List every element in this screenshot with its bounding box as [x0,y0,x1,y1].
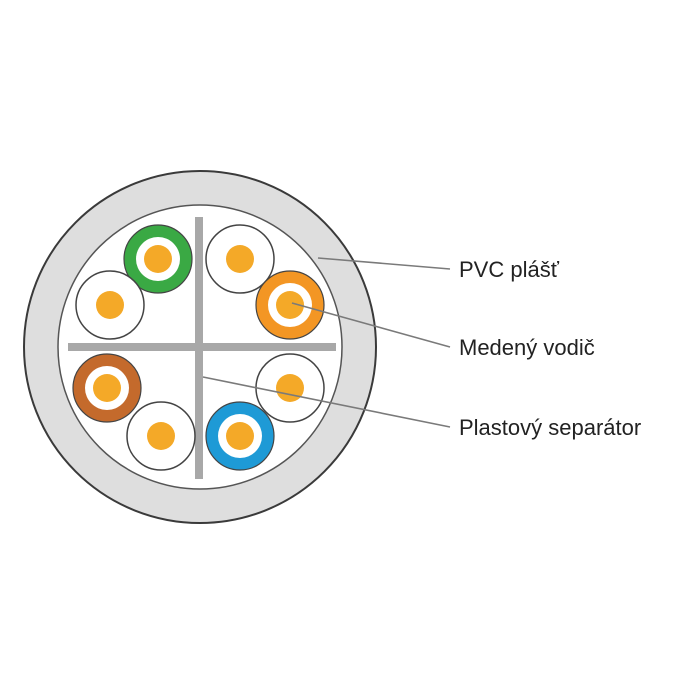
white-wire-bottom-left [126,401,196,471]
white-wire-right-lower [255,353,325,423]
jacket-leader-line [317,257,451,270]
conductor-label: Medený vodič [459,335,595,360]
copper-core [276,291,304,319]
copper-core [96,291,124,319]
orange-wire [255,270,325,340]
copper-core [144,245,172,273]
copper-core [226,422,254,450]
blue-wire [205,401,275,471]
separator-label: Plastový separátor [459,415,641,440]
brown-wire [72,353,142,423]
jacket-label: PVC plášť [459,257,560,282]
copper-core [93,374,121,402]
white-wire-left-upper [75,270,145,340]
conductor-leader-line [291,302,451,348]
separator-leader-line [202,376,451,428]
copper-core [276,374,304,402]
wire-group [72,224,325,471]
separator-horizontal-arm [68,343,336,351]
green-wire [123,224,193,294]
copper-core [226,245,254,273]
copper-core [147,422,175,450]
leader-lines [202,257,451,428]
plastic-separator [68,217,336,479]
white-wire-top-right [205,224,275,294]
